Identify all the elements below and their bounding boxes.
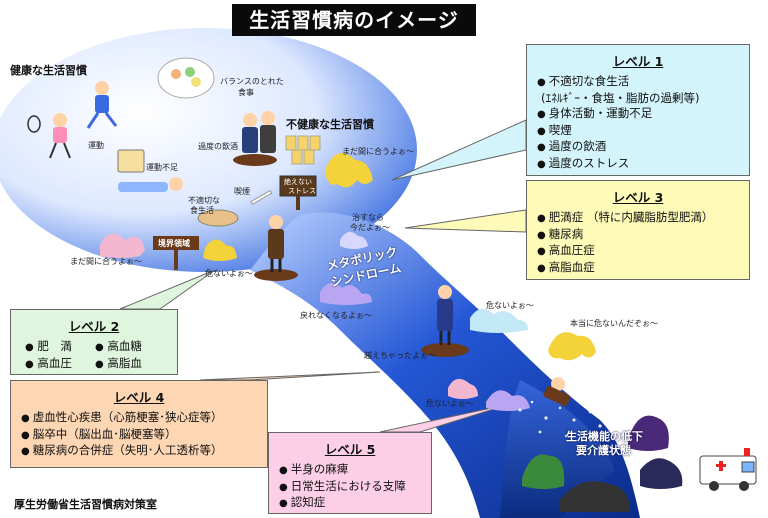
- ghost-blob-icon: [100, 233, 145, 258]
- level4-box: レベル 4 ●虚血性心疾患（心筋梗塞･狭心症等） ●脳卒中（脳出血･脳梗塞等） …: [10, 380, 268, 468]
- ghost-blob-icon: [560, 481, 630, 512]
- level1-list: ●不適切な食生活 (ｴﾈﾙｷﾞｰ・食塩・脂肪の過剰等) ●身体活動・運動不足 ●…: [527, 74, 749, 172]
- level2-list: ● 肥 満 ● 高血糖 ● 高血圧 ● 高脂血: [11, 339, 177, 372]
- ghost-blob-icon: [340, 231, 368, 249]
- footer-credit: 厚生労働省生活習慣病対策室: [14, 498, 157, 511]
- list-item: ●喫煙: [537, 122, 572, 137]
- exercise-label: 運動: [88, 141, 104, 150]
- list-item: ●糖尿病: [537, 226, 584, 241]
- beer-mugs-icon: [285, 135, 321, 165]
- list-item: ●虚血性心疾患（心筋梗塞･狭心症等）: [21, 410, 223, 424]
- person-running-icon: [86, 81, 118, 129]
- still-ok-label-1: まだ間に合うよぉ～: [70, 257, 142, 266]
- really-danger-label: 本当に危ないんだぞぉ～: [570, 319, 658, 328]
- ghost-blob-icon: [448, 378, 478, 399]
- boundary-sign-label: 境界領域: [158, 239, 190, 248]
- person-tennis-icon: [27, 113, 71, 159]
- ghost-blob-icon: [640, 458, 683, 489]
- crossed-label: 越えちゃったよぉ～: [364, 351, 436, 360]
- person-standing-icon: [254, 215, 298, 281]
- ghost-blob-icon: [325, 152, 373, 188]
- food-plate-icon: [157, 57, 215, 99]
- list-item: ●認知症: [279, 495, 326, 509]
- smoking-label: 喫煙: [234, 187, 250, 196]
- danger-label-3: 危ないよぉ～: [426, 399, 474, 408]
- ghost-blob-icon: [486, 390, 530, 411]
- water-splash: [518, 400, 602, 438]
- food-plate-icon: [197, 209, 239, 227]
- list-item: ● 高血糖: [95, 339, 142, 353]
- danger-label-1: 危ないよぉ～: [205, 269, 253, 278]
- list-item: ●糖尿病の合併症（失明･人工透析等）: [21, 443, 223, 457]
- balanced-meal-label-2: 食事: [238, 88, 254, 97]
- list-item: ●身体活動・運動不足: [537, 106, 653, 120]
- level3-tail: [404, 209, 527, 233]
- level5-box: レベル 5 ●半身の麻痺 ●日常生活における支障 ●認知症: [268, 432, 432, 514]
- level5-list: ●半身の麻痺 ●日常生活における支障 ●認知症: [269, 462, 431, 512]
- level3-list: ●肥満症 （特に内臓脂肪型肥満） ●糖尿病 ●高血圧症 ●高脂血症: [527, 210, 749, 276]
- unhealthy-habits-label: 不健康な生活習慣: [286, 118, 374, 131]
- list-item: (ｴﾈﾙｷﾞｰ・食塩・脂肪の過剰等): [541, 90, 700, 105]
- if-cure-label-1: 治すなら: [352, 213, 384, 222]
- ghost-blob-icon: [470, 308, 528, 333]
- sign-post-icon: [279, 175, 317, 210]
- level4-tail: [199, 371, 381, 381]
- level4-list: ●虚血性心疾患（心筋梗塞･狭心症等） ●脳卒中（脳出血･脳梗塞等） ●糖尿病の合…: [11, 410, 267, 460]
- level3-title: レベル 3: [612, 190, 664, 205]
- cant-return-label: 戻れなくなるよぉ～: [300, 311, 372, 320]
- level2-tail: [119, 269, 216, 310]
- still-ok-label-2: まだ間に合うよぉ～: [342, 147, 414, 156]
- ghost-blob-icon: [522, 454, 565, 489]
- balanced-meal-label-1: バランスのとれた: [220, 77, 284, 86]
- stress-label-2: ストレス: [288, 187, 316, 195]
- care-needed-label: 要介護状態: [576, 444, 631, 457]
- list-item: ●日常生活における支障: [279, 478, 406, 493]
- list-item: ●不適切な食生活: [537, 74, 630, 88]
- stress-label-1: 絶えない: [284, 178, 312, 186]
- lack-exercise-label: 運動不足: [146, 163, 178, 172]
- person-standing-icon: [421, 285, 469, 357]
- level3-box: レベル 3 ●肥満症 （特に内臓脂肪型肥満） ●糖尿病 ●高血圧症 ●高脂血症: [526, 180, 750, 280]
- person-lying-icon: [118, 177, 183, 192]
- list-item: ●脳卒中（脳出血･脳梗塞等）: [21, 426, 177, 441]
- level1-title: レベル 1: [612, 54, 664, 69]
- page-title: 生活習慣病のイメージ: [232, 4, 476, 36]
- level2-box: レベル 2 ● 肥 満 ● 高血糖 ● 高血圧 ● 高脂血: [10, 309, 178, 375]
- healthy-habits-label: 健康な生活習慣: [10, 64, 87, 77]
- list-item: ●高血圧症: [537, 243, 595, 257]
- ghost-blob-icon: [203, 239, 237, 261]
- ambulance-icon: [699, 448, 757, 491]
- person-drinking-icon: [233, 111, 277, 166]
- bad-diet-label-1: 不適切な: [188, 196, 220, 205]
- level1-box: レベル 1 ●不適切な食生活 (ｴﾈﾙｷﾞｰ・食塩・脂肪の過剰等) ●身体活動・…: [526, 44, 750, 176]
- tv-icon: [117, 149, 145, 173]
- list-item: ●肥満症 （特に内臓脂肪型肥満）: [537, 210, 714, 224]
- ghost-blob-icon: [320, 282, 372, 305]
- function-decline-label: 生活機能の低下: [566, 430, 643, 443]
- person-falling-icon: [543, 377, 571, 406]
- list-item: ● 肥 満: [25, 339, 72, 353]
- cigarette-icon: [250, 189, 273, 205]
- bad-diet-label-2: 食生活: [190, 206, 214, 215]
- list-item: ●高脂血症: [537, 259, 595, 274]
- level4-title: レベル 4: [113, 390, 165, 405]
- if-cure-label-2: 今だよぉ～: [350, 223, 390, 232]
- danger-label-2: 危ないよぉ～: [486, 301, 534, 310]
- ghost-blob-icon: [548, 332, 596, 361]
- list-item: ● 高血圧: [25, 356, 72, 370]
- list-item: ●過度のストレス: [537, 155, 630, 170]
- ghost-blob-icon: [628, 415, 669, 451]
- list-item: ●過度の飲酒: [537, 139, 607, 153]
- level5-title: レベル 5: [324, 442, 376, 457]
- list-item: ●半身の麻痺: [279, 462, 349, 476]
- sign-post-icon: [153, 236, 199, 270]
- list-item: ● 高脂血: [95, 356, 142, 370]
- level2-title: レベル 2: [68, 319, 120, 334]
- drinking-label: 過度の飲酒: [198, 142, 238, 151]
